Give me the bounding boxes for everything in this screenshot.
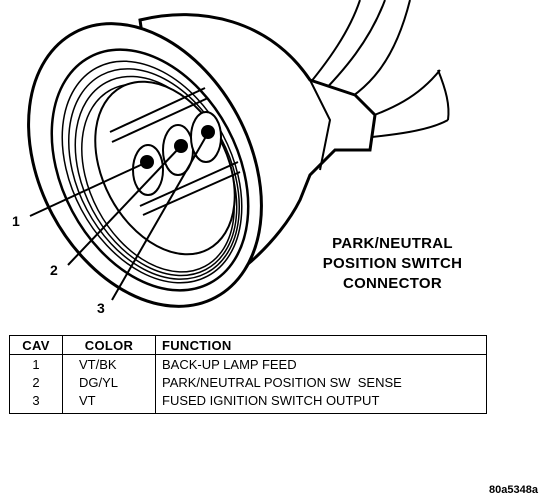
cell-color: VT/BK — [62, 354, 156, 373]
header-cav: CAV — [9, 335, 63, 355]
header-function: FUNCTION — [155, 335, 487, 355]
table-row: 2 DG/YL PARK/NEUTRAL POSITION SW SENSE — [9, 373, 487, 391]
cell-cav: 1 — [9, 354, 63, 373]
table-header-row: CAV COLOR FUNCTION — [9, 335, 487, 355]
cell-function: PARK/NEUTRAL POSITION SW SENSE — [155, 373, 487, 391]
callout-2: 2 — [50, 262, 58, 278]
cell-color: DG/YL — [62, 373, 156, 391]
cavity-1 — [132, 144, 164, 196]
callout-1: 1 — [12, 213, 20, 229]
table-row: 3 VT FUSED IGNITION SWITCH OUTPUT — [9, 391, 487, 414]
title-line-2: POSITION SWITCH — [322, 255, 463, 272]
cell-color: VT — [62, 391, 156, 414]
cell-function: FUSED IGNITION SWITCH OUTPUT — [155, 391, 487, 414]
cell-cav: 2 — [9, 373, 63, 391]
header-color: COLOR — [62, 335, 156, 355]
connector-title: PARK/NEUTRAL POSITION SWITCH CONNECTOR — [300, 234, 485, 294]
terminal-3 — [201, 125, 215, 139]
callout-3: 3 — [97, 300, 105, 316]
cell-function: BACK-UP LAMP FEED — [155, 354, 487, 373]
title-line-1: PARK/NEUTRAL — [332, 235, 453, 252]
figure-code: 80a5348a — [489, 484, 538, 496]
connector-illustration — [27, 0, 450, 308]
pinout-table: CAV COLOR FUNCTION 1 VT/BK BACK-UP LAMP … — [9, 335, 487, 414]
title-line-3: CONNECTOR — [342, 275, 443, 292]
cell-cav: 3 — [9, 391, 63, 414]
terminal-1 — [140, 155, 154, 169]
table-row: 1 VT/BK BACK-UP LAMP FEED — [9, 354, 487, 373]
leader-lines — [29, 132, 209, 301]
